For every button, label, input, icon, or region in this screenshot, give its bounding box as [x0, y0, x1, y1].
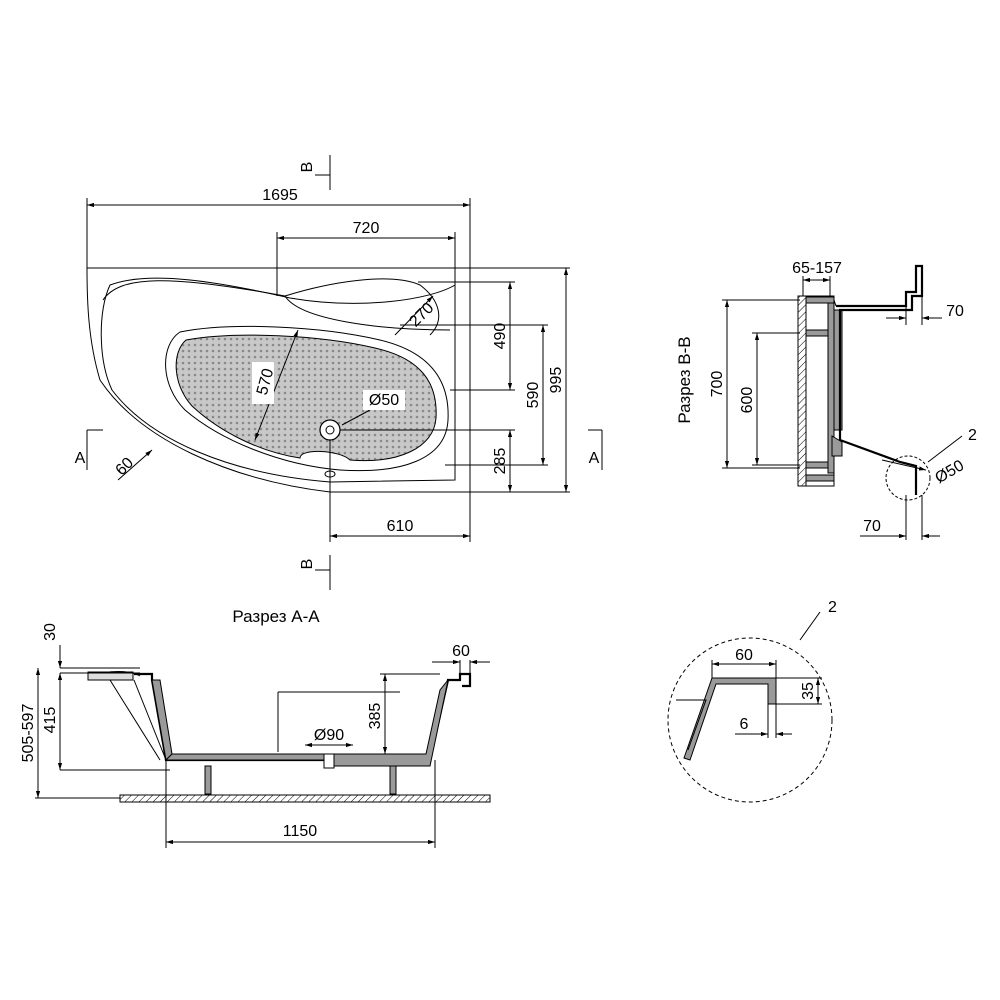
dim-height-700: 700 — [709, 371, 726, 398]
detail-width-60: 60 — [735, 647, 753, 664]
callout-2-bb: 2 — [968, 427, 977, 444]
dim-depth-490: 490 — [492, 323, 509, 350]
bath-profile-bb — [836, 264, 924, 495]
dim-inner-length: 720 — [353, 220, 380, 237]
dim-drain-offset: 285 — [492, 448, 509, 475]
dim-radius: 270 — [406, 300, 437, 331]
anti-slip-bottom — [175, 334, 437, 462]
dim-drain-90: Ø90 — [314, 727, 344, 744]
detail-2: 2 60 35 6 — [667, 599, 837, 803]
dim-bb-diameter: Ø50 — [932, 457, 967, 487]
seat-contour — [284, 278, 440, 336]
section-aa: Разрез А-А 30 415 505-597 — [20, 607, 491, 848]
detail-circle — [667, 637, 833, 803]
section-mark-b-bottom: B — [299, 555, 331, 590]
dim-total-length: 1695 — [262, 187, 298, 204]
dim-drain-diameter: Ø50 — [369, 392, 399, 409]
detail-rim-profile — [683, 677, 777, 761]
wall-hatch — [797, 295, 807, 487]
dim-depth-385: 385 — [367, 703, 384, 730]
svg-text:B: B — [299, 559, 316, 570]
basin-outline — [165, 325, 449, 472]
dim-corner-60: 60 — [113, 454, 138, 479]
dim-rim-30: 30 — [42, 623, 59, 641]
svg-text:B: B — [299, 162, 316, 173]
bathtub-outline — [86, 267, 471, 493]
dim-adjust: 65-157 — [792, 260, 842, 277]
dim-bottom-1150: 1150 — [283, 823, 318, 840]
section-bb: Разрез В-В 65-157 70 700 — [675, 260, 977, 540]
section-mark-a-left: A — [75, 429, 103, 470]
detail-thick-6: 6 — [740, 716, 749, 733]
dim-rim-60: 60 — [452, 643, 470, 660]
dim-drain-x: 610 — [387, 518, 414, 535]
legs-aa — [204, 765, 397, 795]
bath-profile-aa — [134, 672, 472, 762]
section-aa-title: Разрез А-А — [232, 607, 320, 626]
dim-total-width: 995 — [548, 367, 565, 394]
dim-height-600: 600 — [739, 387, 756, 414]
adjustable-legs — [805, 296, 843, 482]
bowl-inner-edge — [102, 280, 451, 331]
section-mark-a-right: A — [588, 429, 603, 470]
bathtub-bowl — [100, 277, 456, 483]
dim-height-415: 415 — [42, 707, 59, 734]
dim-depth-590: 590 — [525, 382, 542, 409]
svg-text:A: A — [75, 450, 86, 467]
svg-text:A: A — [589, 450, 600, 467]
plan-view: 1695 720 270 570 Ø50 60 490 285 59 — [75, 155, 603, 590]
detail-height-35: 35 — [800, 682, 817, 700]
dim-height-range: 505-597 — [20, 704, 37, 763]
dim-length-570: 570 — [254, 367, 277, 397]
section-bb-title: Разрез В-В — [675, 336, 694, 423]
section-mark-b-top: B — [299, 155, 331, 190]
detail-callout: 2 — [828, 599, 837, 616]
dim-rim-70: 70 — [946, 303, 964, 320]
dim-bottom-70: 70 — [863, 518, 881, 535]
